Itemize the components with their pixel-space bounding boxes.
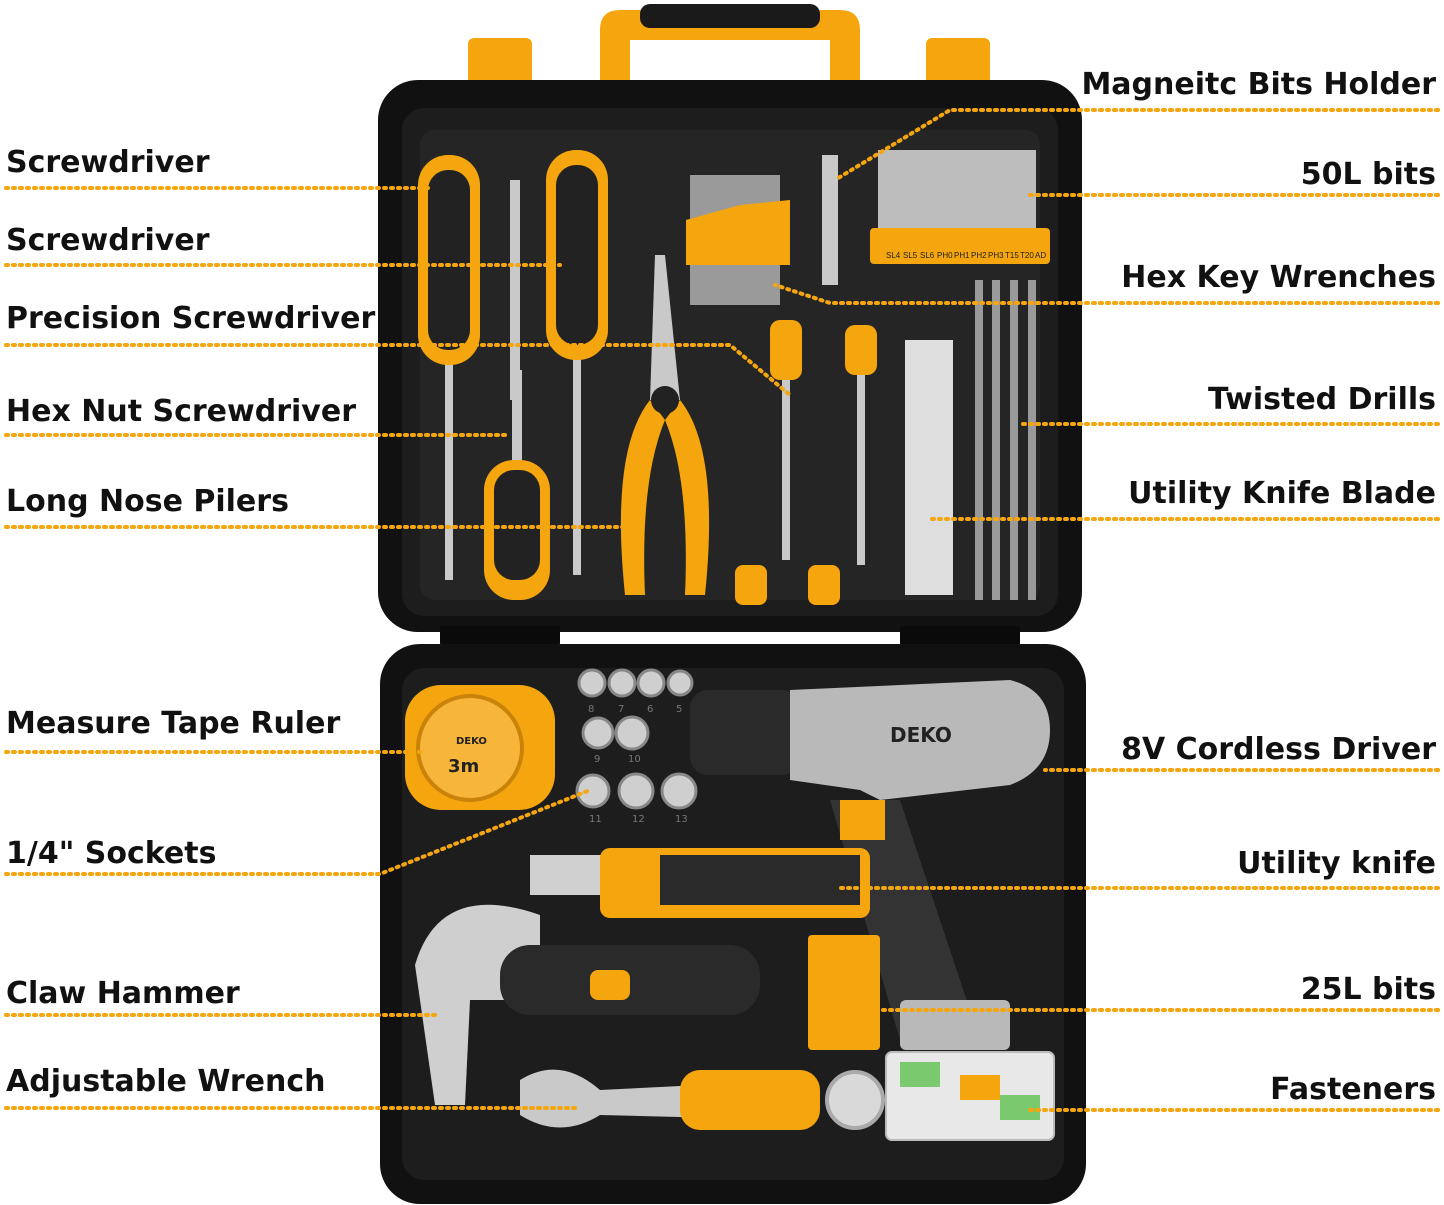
socket-size-label: 6 — [647, 704, 653, 715]
label-sockets: 1/4" Sockets — [6, 836, 217, 871]
label-hex-key-wrenches: Hex Key Wrenches — [1121, 260, 1436, 295]
bit-label: AD — [1035, 251, 1046, 260]
adjustable-wrench-tool — [520, 1069, 885, 1130]
leader-sockets — [4, 788, 592, 876]
bit-label: PH3 — [988, 251, 1004, 260]
leader-hex-key-wrenches — [773, 283, 1440, 305]
callout-leaders — [4, 108, 1440, 1112]
label-utility-knife-blade: Utility Knife Blade — [1128, 476, 1436, 511]
screwdriver-1-tool — [418, 155, 480, 580]
magnetic-bits-holder-tool — [822, 155, 838, 285]
precision-screwdriver-long — [510, 180, 520, 400]
bits-25l-tool — [808, 935, 880, 1050]
bit-label: PH0 — [937, 251, 953, 260]
socket-size-label: 11 — [589, 814, 602, 825]
sockets-tool — [575, 668, 698, 810]
bit-label: T15 — [1005, 251, 1019, 260]
label-hex-nut-screwdriver: Hex Nut Screwdriver — [6, 394, 356, 429]
label-twisted-drills: Twisted Drills — [1207, 382, 1436, 417]
claw-hammer-tool — [415, 904, 760, 1105]
socket-size-label: 5 — [676, 704, 682, 715]
label-25l-bits: 25L bits — [1300, 972, 1436, 1007]
bit-label: PH2 — [971, 251, 987, 260]
label-cordless-driver: 8V Cordless Driver — [1121, 732, 1436, 767]
label-fasteners: Fasteners — [1270, 1072, 1436, 1107]
hex-key-wrenches-tool — [686, 175, 790, 305]
leader-precision-screwdriver — [4, 343, 792, 397]
label-50l-bits: 50L bits — [1300, 157, 1436, 192]
label-long-nose-pliers: Long Nose Pilers — [6, 484, 289, 519]
socket-size-label: 13 — [675, 814, 688, 825]
driver-brand-text: DEKO — [890, 723, 952, 747]
fasteners-tool — [885, 1051, 1055, 1141]
bits-50l-tool — [870, 150, 1050, 264]
label-screwdriver-2: Screwdriver — [6, 223, 210, 258]
socket-size-label: 10 — [628, 754, 641, 765]
label-precision-screwdriver: Precision Screwdriver — [6, 301, 376, 336]
measure-tape-tool: 3m DEKO — [405, 685, 555, 810]
bit-label: SL5 — [903, 251, 918, 260]
tape-length-text: 3m — [448, 756, 479, 777]
bit-label: PH1 — [954, 251, 970, 260]
label-claw-hammer: Claw Hammer — [6, 976, 240, 1011]
socket-size-label: 12 — [632, 814, 645, 825]
utility-knife-blade-tool — [905, 340, 953, 595]
label-measure-tape-ruler: Measure Tape Ruler — [6, 706, 341, 741]
label-magnetic-bits-holder: Magneitc Bits Holder — [1081, 67, 1436, 102]
utility-knife-tool — [530, 848, 870, 918]
bit-label: SL4 — [886, 251, 901, 260]
tape-brand-text: DEKO — [456, 736, 487, 747]
long-nose-pliers-tool — [620, 255, 710, 595]
label-adjustable-wrench: Adjustable Wrench — [6, 1064, 326, 1099]
leader-magnetic-bits-holder — [833, 108, 1440, 182]
bit-label: T20 — [1020, 251, 1034, 260]
label-screwdriver-1: Screwdriver — [6, 145, 210, 180]
socket-size-label: 8 — [588, 704, 594, 715]
bit-label: SL6 — [920, 251, 935, 260]
twisted-drills-tool — [975, 280, 1036, 600]
label-utility-knife: Utility knife — [1237, 846, 1436, 881]
bit-labels: SL4 SL5 SL6 PH0 PH1 PH2 PH3 T15 T20 AD — [886, 251, 1046, 260]
precision-screwdrivers-set — [735, 320, 877, 605]
socket-size-label: 7 — [618, 704, 624, 715]
screwdriver-2-tool — [546, 150, 608, 575]
socket-size-label: 9 — [594, 754, 600, 765]
cordless-driver-tool: DEKO — [690, 680, 1050, 1050]
